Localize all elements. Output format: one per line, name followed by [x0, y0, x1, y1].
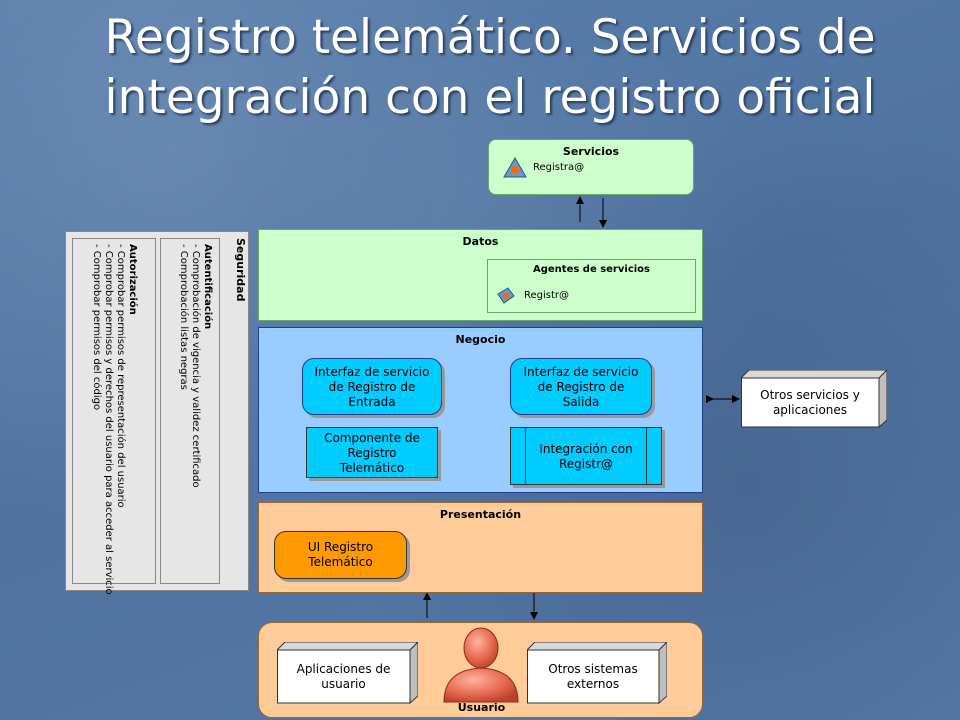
presentacion-label: Presentación [439, 508, 522, 521]
otros-sistemas-line-1: Otros sistemas [548, 662, 638, 676]
interfaz-entrada-box: Interfaz de servicio de Registro de Entr… [302, 358, 442, 415]
otros-servicios-box: Otros servicios y aplicaciones [741, 370, 887, 428]
servicios-label: Servicios [562, 145, 620, 158]
autorizacion-label: Autorización [127, 244, 138, 315]
slide-title: Registro telemático. Servicios de integr… [60, 8, 920, 128]
title-line-2: integración con el registro oficial [104, 70, 876, 125]
interfaz-salida-box: Interfaz de servicio de Registro de Sali… [510, 358, 652, 415]
componente-line-1: Componente de [324, 431, 420, 445]
autorizacion-item-1: - Comprobar permisos de representación d… [115, 244, 126, 508]
ui-registro-box: UI Registro Telemático [274, 531, 407, 579]
datos-label: Datos [462, 235, 499, 248]
title-line-1: Registro telemático. Servicios de [104, 10, 876, 65]
integracion-registr-box: Integración con Registr@ [510, 427, 662, 485]
autentificacion-group: Autentificación - Comprobación de vigenc… [177, 244, 213, 488]
otros-servicios-line-2: aplicaciones [772, 403, 848, 417]
integracion-line-2: Registr@ [558, 457, 614, 471]
componente-registro-box: Componente de Registro Telemático [306, 427, 438, 478]
servicios-layer: Servicios Registra@ [488, 139, 694, 195]
otros-servicios-line-1: Otros servicios y [760, 388, 860, 402]
usuario-label: Usuario [457, 701, 506, 714]
ui-registro-line-1: UI Registro [307, 540, 374, 554]
integracion-left-bar [525, 428, 526, 484]
interfaz-entrada-line-2: de Registro de [328, 380, 416, 394]
interfaz-salida-line-2: de Registro de [537, 380, 625, 394]
autorizacion-frame [72, 238, 156, 584]
agentes-label: Agentes de servicios [532, 264, 650, 275]
interfaz-entrada-line-1: Interfaz de servicio [314, 365, 430, 379]
aplicaciones-usuario-box: Aplicaciones de usuario [277, 642, 418, 704]
componente-line-2: Registro [347, 446, 397, 460]
agentes-servicios-box: Agentes de servicios Registr@ [487, 259, 696, 313]
autentificacion-frame [160, 238, 220, 584]
autentificacion-item-1: - Comprobación de vigencia y validez cer… [190, 244, 201, 488]
integracion-line-1: Integración con [539, 442, 633, 456]
negocio-label: Negocio [455, 333, 506, 346]
autentificacion-item-2: - Comprobación listas negras [178, 244, 189, 390]
registr-logo-icon [496, 286, 516, 306]
otros-sistemas-line-2: externos [566, 677, 620, 691]
autorizacion-group: Autorización - Comprobar permisos de rep… [90, 244, 138, 595]
seguridad-label: Seguridad [234, 238, 247, 302]
interfaz-entrada-line-3: Entrada [348, 395, 396, 409]
autorizacion-item-3: - Comprobar permisos del código [91, 244, 102, 411]
autorizacion-item-2: - Comprobar permisos y derechos del usua… [103, 244, 114, 595]
user-person-icon [440, 626, 522, 704]
integracion-right-bar [646, 428, 647, 484]
interfaz-salida-line-3: Salida [562, 395, 600, 409]
autentificacion-label: Autentificación [202, 244, 213, 330]
aplicaciones-line-1: Aplicaciones de [296, 662, 391, 676]
interfaz-salida-line-1: Interfaz de servicio [523, 365, 639, 379]
otros-sistemas-box: Otros sistemas externos [527, 642, 667, 704]
registra-logo-icon [503, 157, 527, 179]
seguridad-panel: Seguridad Autentificación - Comprobación… [65, 231, 249, 595]
agentes-item: Registr@ [524, 290, 570, 301]
ui-registro-line-2: Telemático [308, 555, 373, 569]
aplicaciones-line-2: usuario [321, 677, 366, 691]
servicios-item: Registra@ [533, 162, 585, 173]
componente-line-3: Telemático [339, 461, 405, 475]
